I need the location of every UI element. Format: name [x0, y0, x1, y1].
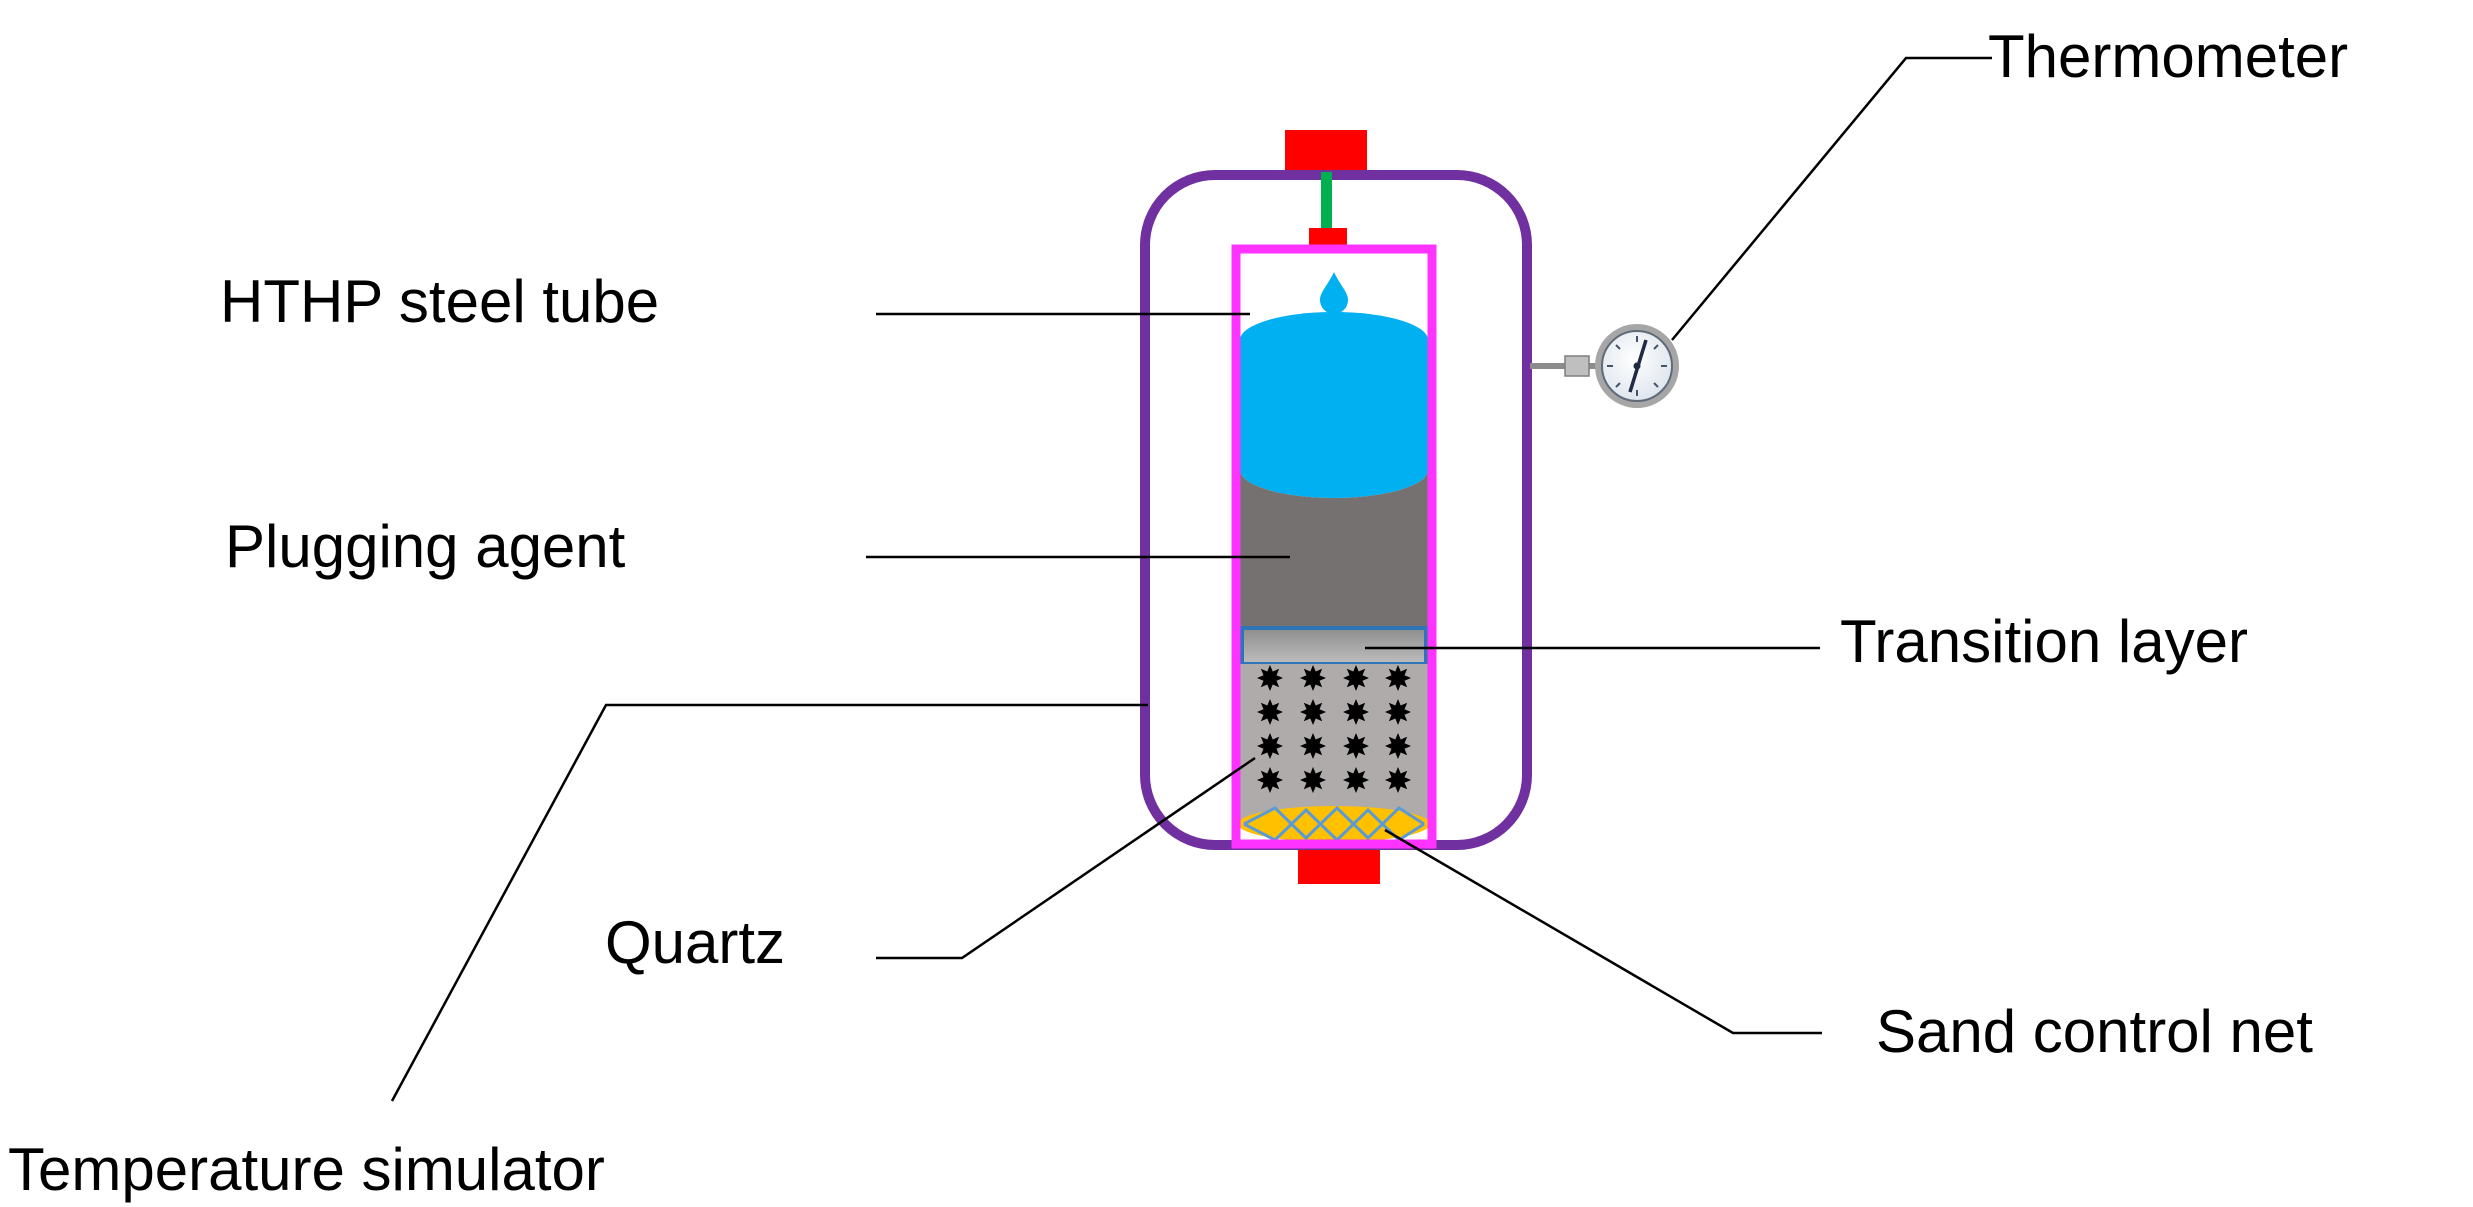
- quartz-grain: [1385, 665, 1411, 691]
- inlet-cap: [1309, 228, 1347, 246]
- quartz-grain: [1343, 699, 1369, 725]
- quartz-grain: [1257, 699, 1283, 725]
- quartz-grain: [1300, 699, 1326, 725]
- quartz-grain: [1300, 733, 1326, 759]
- sand-control-net-label: Sand control net: [1876, 998, 2313, 1065]
- transition-layer-label: Transition layer: [1840, 608, 2248, 675]
- temperature-simulator-label: Temperature simulator: [8, 1136, 605, 1203]
- thermometer-icon: [1530, 324, 1679, 408]
- quartz-grain: [1343, 665, 1369, 691]
- sand-control-net: [1238, 806, 1430, 842]
- quartz-grain: [1343, 733, 1369, 759]
- quartz-grain: [1257, 665, 1283, 691]
- bottom-end-cap: [1298, 848, 1380, 884]
- hthp-steel-tube: [1231, 244, 1437, 849]
- quartz-grain: [1300, 767, 1326, 793]
- top-end-cap: [1285, 130, 1367, 172]
- plugging-agent-layer: [1240, 470, 1428, 628]
- sand-control-net-leader: [1384, 828, 1822, 1035]
- valve-stem: [1321, 172, 1332, 230]
- temperature-simulator-leader: [390, 703, 1148, 1102]
- thermometer-label: Thermometer: [1988, 23, 2348, 90]
- water-column: [1240, 340, 1428, 498]
- thermometer-leader: [1671, 56, 1992, 341]
- quartz-grains: [1257, 665, 1411, 793]
- quartz-grain: [1385, 733, 1411, 759]
- quartz-grain: [1257, 767, 1283, 793]
- quartz-grain: [1343, 767, 1369, 793]
- plugging-agent-label: Plugging agent: [225, 513, 626, 580]
- quartz-grain: [1385, 767, 1411, 793]
- water-top: [1240, 312, 1428, 368]
- transition-layer: [1240, 626, 1428, 666]
- water-droplet-icon: [1320, 272, 1348, 314]
- steel-tube-label: HTHP steel tube: [220, 268, 659, 335]
- quartz-grain: [1385, 699, 1411, 725]
- quartz-grain: [1300, 665, 1326, 691]
- quartz-leader: [876, 756, 1256, 960]
- quartz-label: Quartz: [605, 909, 785, 976]
- quartz-grain: [1257, 733, 1283, 759]
